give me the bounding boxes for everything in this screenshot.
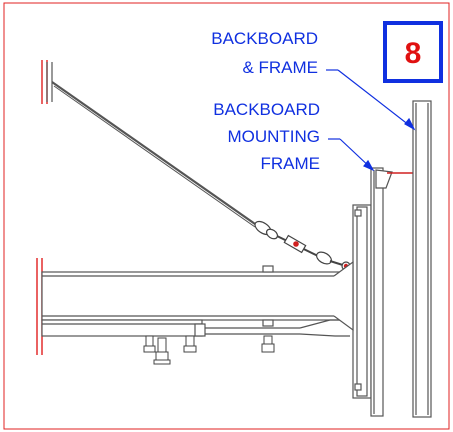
backboard-panel: [412, 100, 432, 418]
lower-bar: [41, 319, 350, 337]
callout-mounting-frame-line1: BACKBOARD: [213, 100, 320, 119]
callout-mounting-frame-line3: FRAME: [261, 154, 321, 173]
step-number: 8: [405, 37, 422, 70]
lower-hardware: [143, 335, 275, 365]
leader-backboard-frame: [326, 69, 416, 131]
callout-backboard-frame-line1: BACKBOARD: [211, 29, 318, 48]
tension-cable: [51, 81, 256, 228]
turnbuckle-assembly: [254, 220, 351, 271]
callout-backboard-frame-line2: & FRAME: [242, 58, 318, 77]
callout-mounting-frame-line2: MOUNTING: [227, 127, 320, 146]
mounting-plates: [333, 167, 393, 417]
step-badge: 8: [383, 21, 443, 83]
callout-mounting-frame: BACKBOARD MOUNTING FRAME: [213, 100, 320, 173]
upper-anchor: [46, 62, 53, 102]
leader-mounting-frame: [328, 138, 375, 172]
sheet-border: [3, 2, 450, 430]
main-arm: [41, 265, 361, 327]
callout-backboard-frame: BACKBOARD & FRAME: [211, 29, 318, 77]
